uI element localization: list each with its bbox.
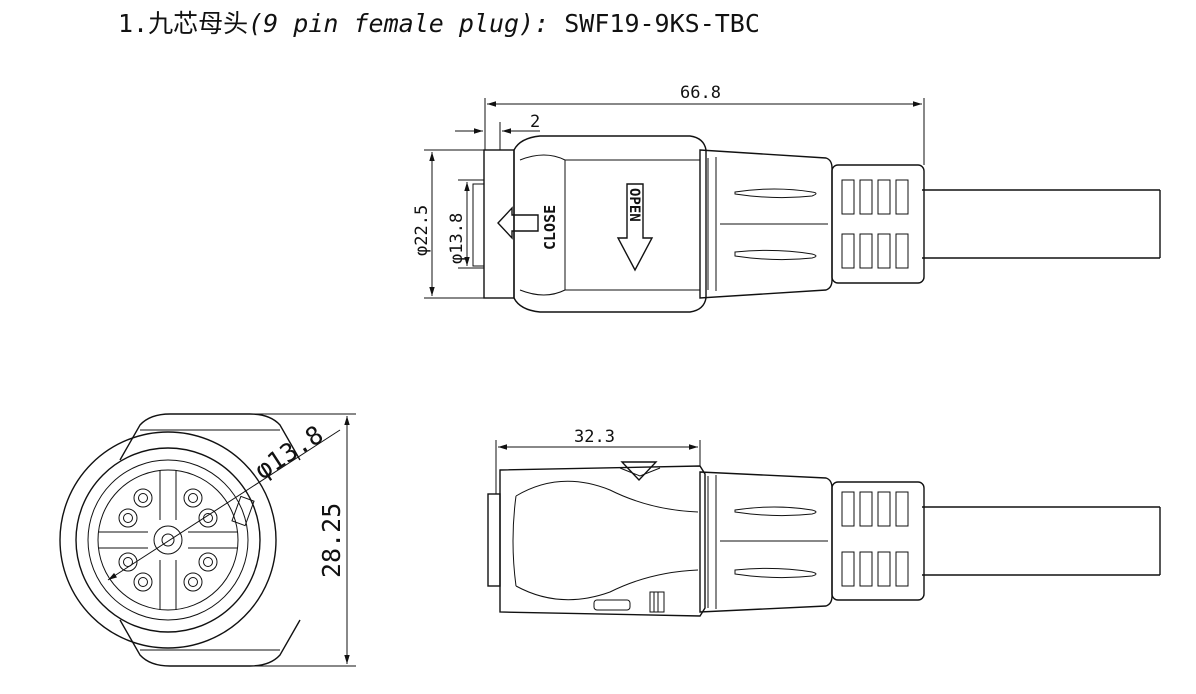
pin <box>118 552 138 572</box>
top-coupling-nut <box>699 149 833 299</box>
close-arrow-icon <box>497 206 539 240</box>
front-view: φ13.8 28.25 <box>59 413 356 667</box>
top-dimensions: 66.8 2 φ22.5 φ13.8 <box>412 83 925 299</box>
dim-overall-length: 66.8 <box>680 83 721 103</box>
top-shell: CLOSE OPEN <box>472 135 707 313</box>
pin-center <box>153 525 183 555</box>
title-number: 1. <box>118 9 149 38</box>
dim-inner-diameter: φ13.8 <box>447 213 467 264</box>
pin <box>133 572 153 592</box>
contact-pins <box>118 488 218 592</box>
title-chinese: 九芯母头 <box>148 9 249 38</box>
open-label: OPEN <box>626 188 642 222</box>
pin <box>198 508 218 528</box>
pin <box>118 508 138 528</box>
open-arrow-icon <box>616 183 654 272</box>
side-view: 32.3 <box>487 427 1161 617</box>
pin <box>183 488 203 508</box>
dim-height: 28.25 <box>317 503 346 578</box>
dim-outer-diameter: φ22.5 <box>412 205 432 256</box>
side-arrow-icon <box>620 461 658 482</box>
close-label: CLOSE <box>541 205 559 250</box>
top-strain-relief <box>831 164 925 284</box>
top-cable <box>922 189 1161 259</box>
top-view: CLOSE OPEN 66.8 2 φ22.5 φ13.8 <box>412 83 1161 313</box>
dim-lip: 2 <box>530 112 540 132</box>
pin <box>133 488 153 508</box>
dim-body-length: 32.3 <box>574 427 615 447</box>
pin <box>198 552 218 572</box>
pin <box>183 572 203 592</box>
drawing-title: 1.九芯母头(9 pin female plug): SWF19-9KS-TBC <box>118 6 760 42</box>
title-colon: : <box>534 9 550 38</box>
title-english: (9 pin female plug) <box>248 9 535 38</box>
title-model: SWF19-9KS-TBC <box>564 9 760 38</box>
